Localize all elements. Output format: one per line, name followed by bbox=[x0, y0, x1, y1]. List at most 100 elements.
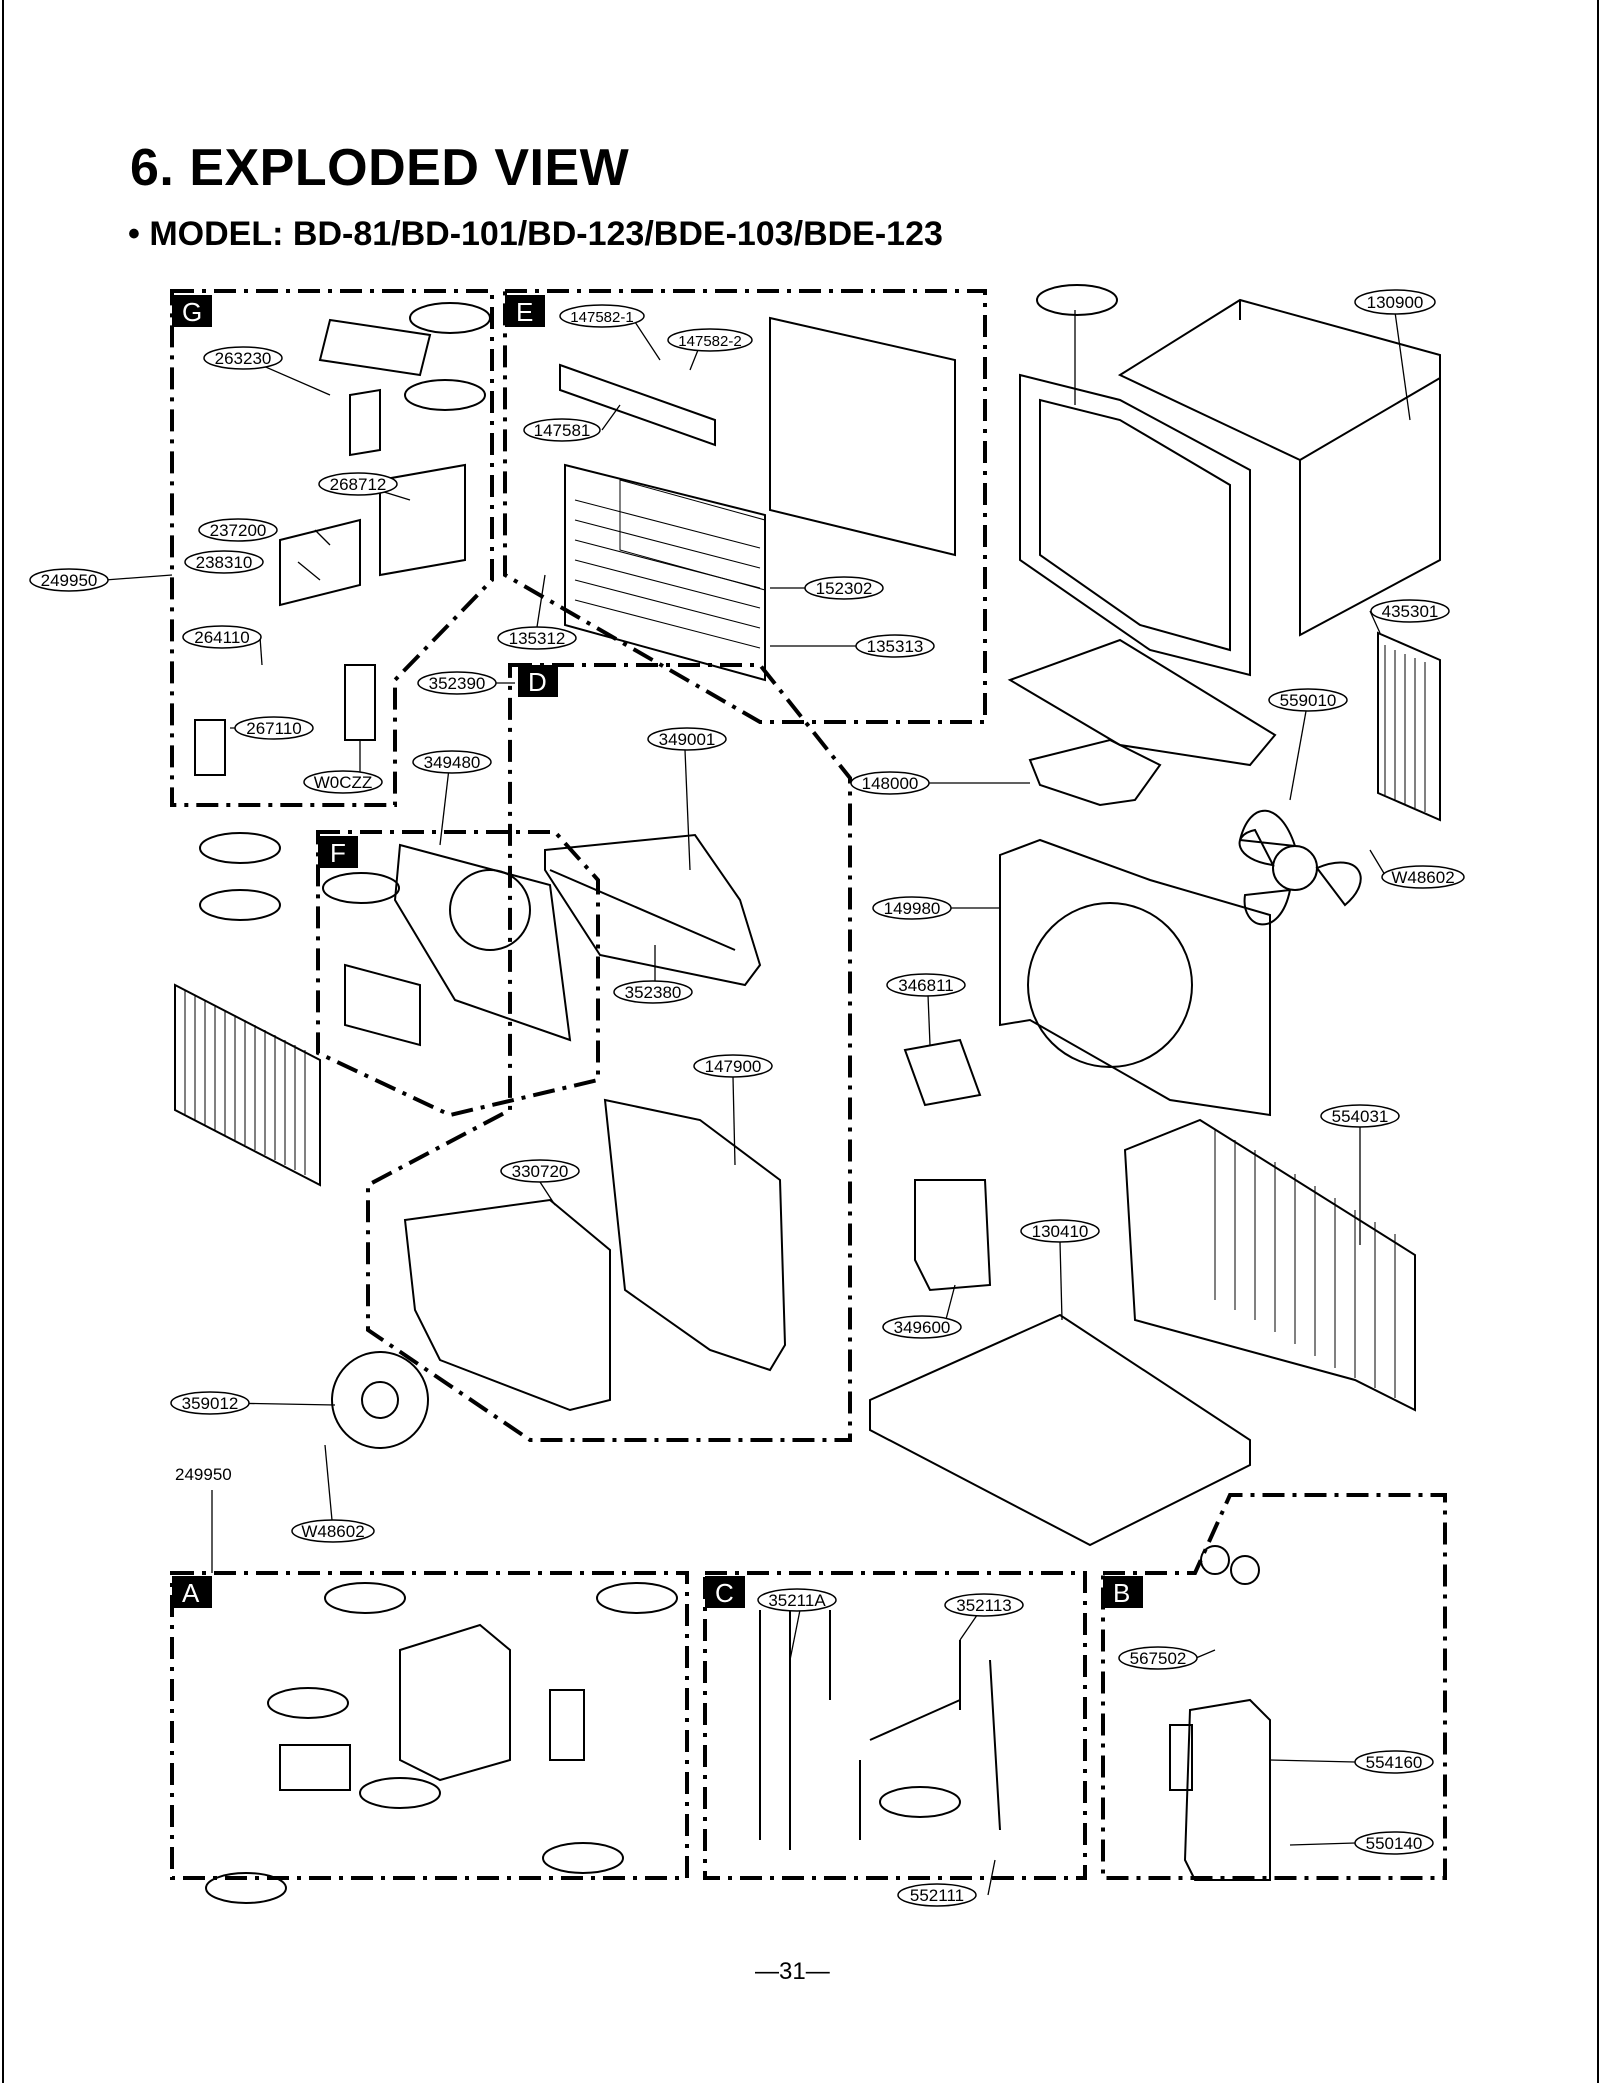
part-label: 349600 bbox=[894, 1318, 951, 1337]
refrigerant-tubes bbox=[759, 1610, 1001, 1850]
part-label: 559010 bbox=[1280, 691, 1337, 710]
part-label: 349001 bbox=[659, 730, 716, 749]
part-label: 263230 bbox=[215, 349, 272, 368]
part-label: W0CZZ bbox=[314, 773, 373, 792]
part-label: 359012 bbox=[182, 1394, 239, 1413]
part-label: W48602 bbox=[1391, 868, 1454, 887]
capacitor-a bbox=[549, 1689, 585, 1761]
condenser-shroud bbox=[999, 838, 1271, 1117]
blank-callouts bbox=[199, 284, 1118, 1904]
base-pan bbox=[869, 1313, 1251, 1547]
condenser-coil bbox=[1123, 1118, 1416, 1412]
condenser-coil-lines bbox=[1214, 1130, 1396, 1398]
part-label: 435301 bbox=[1382, 602, 1439, 621]
part-label: 149980 bbox=[884, 899, 941, 918]
part-label: 35211A bbox=[768, 1591, 826, 1610]
section-b-outline bbox=[1101, 1493, 1447, 1880]
part-label: 237200 bbox=[210, 521, 267, 540]
blower-hub bbox=[361, 1381, 399, 1419]
motor-mount bbox=[914, 1179, 992, 1292]
page-title: 6. EXPLODED VIEW bbox=[130, 139, 630, 197]
compressor bbox=[1183, 1698, 1271, 1881]
part-label: 148000 bbox=[862, 774, 919, 793]
part-label: 249950 bbox=[41, 571, 98, 590]
part-label: W48602 bbox=[301, 1522, 364, 1541]
leader-lines bbox=[104, 310, 1411, 1896]
control-board-sketch bbox=[318, 318, 432, 457]
page-border-left bbox=[2, 0, 4, 2083]
section-tag-c: C bbox=[715, 1578, 734, 1608]
louver-sketch bbox=[559, 363, 716, 447]
part-label: 352113 bbox=[956, 1596, 1011, 1615]
air-guide bbox=[1007, 638, 1277, 767]
control-box-a bbox=[399, 1623, 511, 1782]
blower-wheel bbox=[331, 1351, 429, 1449]
section-tag-a: A bbox=[182, 1578, 200, 1608]
part-label: 552111 bbox=[910, 1886, 964, 1905]
section-tag-g: G bbox=[182, 297, 202, 327]
section-tag-e: E bbox=[516, 297, 533, 327]
part-label: 352380 bbox=[625, 983, 682, 1002]
part-label: 267110 bbox=[246, 719, 301, 738]
overload-2 bbox=[1230, 1555, 1260, 1585]
section-g-outline bbox=[170, 289, 494, 807]
partition-plate bbox=[603, 1098, 787, 1372]
cabinet-sketch bbox=[1117, 298, 1441, 637]
part-label: 238310 bbox=[196, 553, 253, 572]
remote-sketch bbox=[194, 719, 226, 776]
front-grille-sketch bbox=[769, 316, 956, 557]
section-a-outline bbox=[170, 1571, 689, 1880]
section-tag-f: F bbox=[330, 838, 346, 868]
part-label: 147582-2 bbox=[678, 333, 741, 350]
fan-motor bbox=[903, 1038, 982, 1107]
filter-inner bbox=[619, 479, 766, 591]
part-label: 554031 bbox=[1332, 1107, 1389, 1126]
section-tags bbox=[172, 295, 1143, 1608]
vent-grille-lines bbox=[1384, 645, 1426, 812]
propeller-fan bbox=[1238, 809, 1362, 926]
overload-1 bbox=[1200, 1545, 1230, 1575]
part-label: 268712 bbox=[330, 475, 387, 494]
filter-sketch bbox=[564, 463, 766, 682]
section-f-outline bbox=[316, 830, 600, 1118]
part-label: 264110 bbox=[194, 628, 249, 647]
part-label: 567502 bbox=[1130, 1649, 1187, 1668]
part-label: 352390 bbox=[429, 674, 486, 693]
vent-grille bbox=[1377, 631, 1441, 822]
base-frame-d bbox=[544, 833, 762, 987]
page-border-right bbox=[1597, 0, 1599, 2083]
section-e-outline bbox=[503, 289, 987, 724]
model-line: • MODEL: BD-81/BD-101/BD-123/BDE-103/BDE… bbox=[128, 215, 943, 253]
part-label: 147900 bbox=[705, 1057, 762, 1076]
grille-lines bbox=[574, 499, 761, 649]
part-label: 550140 bbox=[1366, 1834, 1423, 1853]
part-label: 349480 bbox=[424, 753, 481, 772]
control-panel-sketch bbox=[279, 463, 466, 607]
section-c-outline bbox=[703, 1571, 1087, 1880]
scroll-housing bbox=[403, 1198, 611, 1412]
part-label: 147582-1 bbox=[570, 309, 633, 326]
label-texts: 130900 147582-1 147582-2 147581 152302 1… bbox=[41, 293, 1455, 1905]
page-number: —31— bbox=[755, 1958, 830, 1985]
part-label: 554160 bbox=[1366, 1753, 1423, 1772]
orifice-ring bbox=[449, 869, 531, 951]
section-d-outline bbox=[366, 663, 852, 1442]
drain-tray bbox=[1028, 738, 1162, 807]
part-label: 135312 bbox=[509, 629, 566, 648]
front-frame-sketch bbox=[1019, 373, 1251, 677]
section-tag-d: D bbox=[528, 667, 547, 697]
section-tag-b: B bbox=[1113, 1578, 1130, 1608]
orifice-f bbox=[393, 843, 572, 1042]
part-label: 130410 bbox=[1032, 1222, 1089, 1241]
part-label: 147581 bbox=[534, 421, 591, 440]
capacitor-g bbox=[344, 664, 376, 741]
evaporator-f bbox=[344, 963, 421, 1047]
switch-plate-a bbox=[279, 1744, 351, 1791]
label-ovals bbox=[29, 289, 1465, 1907]
shroud-ring bbox=[1027, 902, 1193, 1068]
part-label: 346811 bbox=[898, 976, 953, 995]
part-label: 130900 bbox=[1367, 293, 1424, 312]
part-label-plain: 249950 bbox=[175, 1465, 232, 1484]
part-label: 152302 bbox=[816, 579, 873, 598]
